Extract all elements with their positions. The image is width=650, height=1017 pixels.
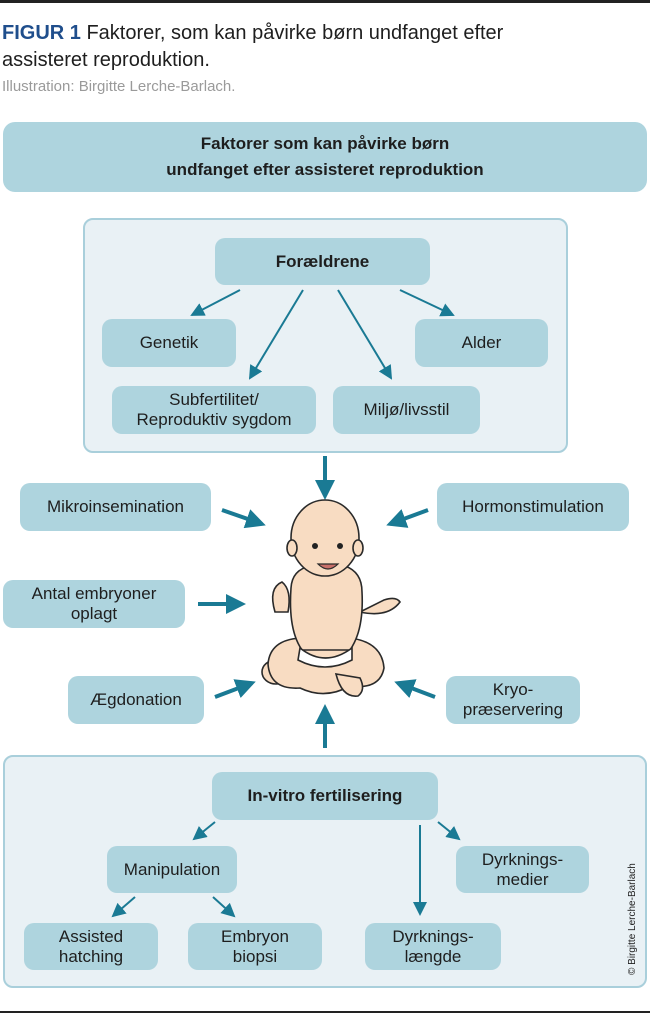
arrow-to-alder — [399, 289, 455, 317]
arrow-to-medier — [437, 821, 461, 841]
laengde-line1: Dyrknings- — [392, 926, 474, 946]
caption-line2: assisteret reproduktion. — [2, 49, 210, 71]
caption-title: Faktorer, som kan påvirke børn undfanget… — [86, 22, 504, 44]
subfertilitet-line1: Subfertilitet/ — [169, 390, 259, 409]
bottom-rule — [0, 1011, 650, 1013]
caption-line1: FIGUR 1 Faktorer, som kan påvirke børn u… — [2, 20, 503, 46]
illustration-credit: Illustration: Birgitte Lerche-Barlach. — [2, 78, 236, 95]
top-rule — [0, 0, 650, 3]
biopsi-line2: biopsi — [232, 946, 278, 966]
diagram-header: Faktorer som kan påvirke børn undfanget … — [3, 122, 647, 192]
subfertilitet-box: Subfertilitet/Reproduktiv sygdom — [112, 386, 316, 434]
dyrkningsmedier-box: Dyrknings-medier — [456, 846, 589, 893]
assisted-line2: hatching — [58, 946, 124, 966]
baby-illustration — [261, 499, 401, 697]
arrow-to-miljo — [337, 289, 393, 380]
alder-box: Alder — [415, 319, 548, 367]
antal-line2: oplagt — [70, 604, 118, 623]
laengde-line2: længde — [404, 946, 462, 966]
kryopraeservering-box: Kryo-præservering — [446, 676, 580, 724]
antal-line1: Antal embryoner — [31, 584, 157, 603]
medier-line2: medier — [496, 869, 549, 889]
mikroinsemination-box: Mikroinsemination — [20, 483, 211, 531]
header-line2: undfanget efter assisteret reproduktion — [166, 160, 484, 179]
arrow-mikro-to-baby — [221, 508, 266, 529]
header-line1: Faktorer som kan påvirke børn — [200, 134, 450, 153]
kryo-line2: præservering — [462, 700, 564, 719]
arrow-kryo-to-baby — [394, 679, 436, 699]
hormonstimulation-box: Hormonstimulation — [437, 483, 629, 531]
arrow-to-subfertilitet — [248, 289, 304, 380]
figure-label: FIGUR 1 — [2, 22, 81, 44]
ivf-box: In-vitro fertilisering — [212, 772, 438, 820]
arrow-to-manipulation — [192, 821, 216, 841]
arrow-to-biopsi — [212, 896, 236, 918]
subfertilitet-line2: Reproduktiv sygdom — [136, 410, 292, 429]
manipulation-box: Manipulation — [107, 846, 237, 893]
arrow-to-genetik — [190, 289, 241, 316]
medier-line1: Dyrknings- — [481, 849, 564, 869]
kryo-line1: Kryo- — [492, 680, 534, 699]
arrow-hormon-to-baby — [386, 508, 429, 528]
arrow-to-assisted — [111, 896, 136, 918]
dyrkningslaengde-box: Dyrknings-længde — [365, 923, 501, 970]
genetik-box: Genetik — [102, 319, 236, 367]
arrow-aeg-to-baby — [214, 679, 256, 699]
assisted-line1: Assisted — [58, 926, 124, 946]
copyright-text: © Birgitte Lerche-Barlach — [627, 863, 638, 975]
miljo-box: Miljø/livsstil — [333, 386, 480, 434]
parents-box: Forældrene — [215, 238, 430, 285]
aegdonation-box: Ægdonation — [68, 676, 204, 724]
biopsi-line1: Embryon — [220, 926, 290, 946]
